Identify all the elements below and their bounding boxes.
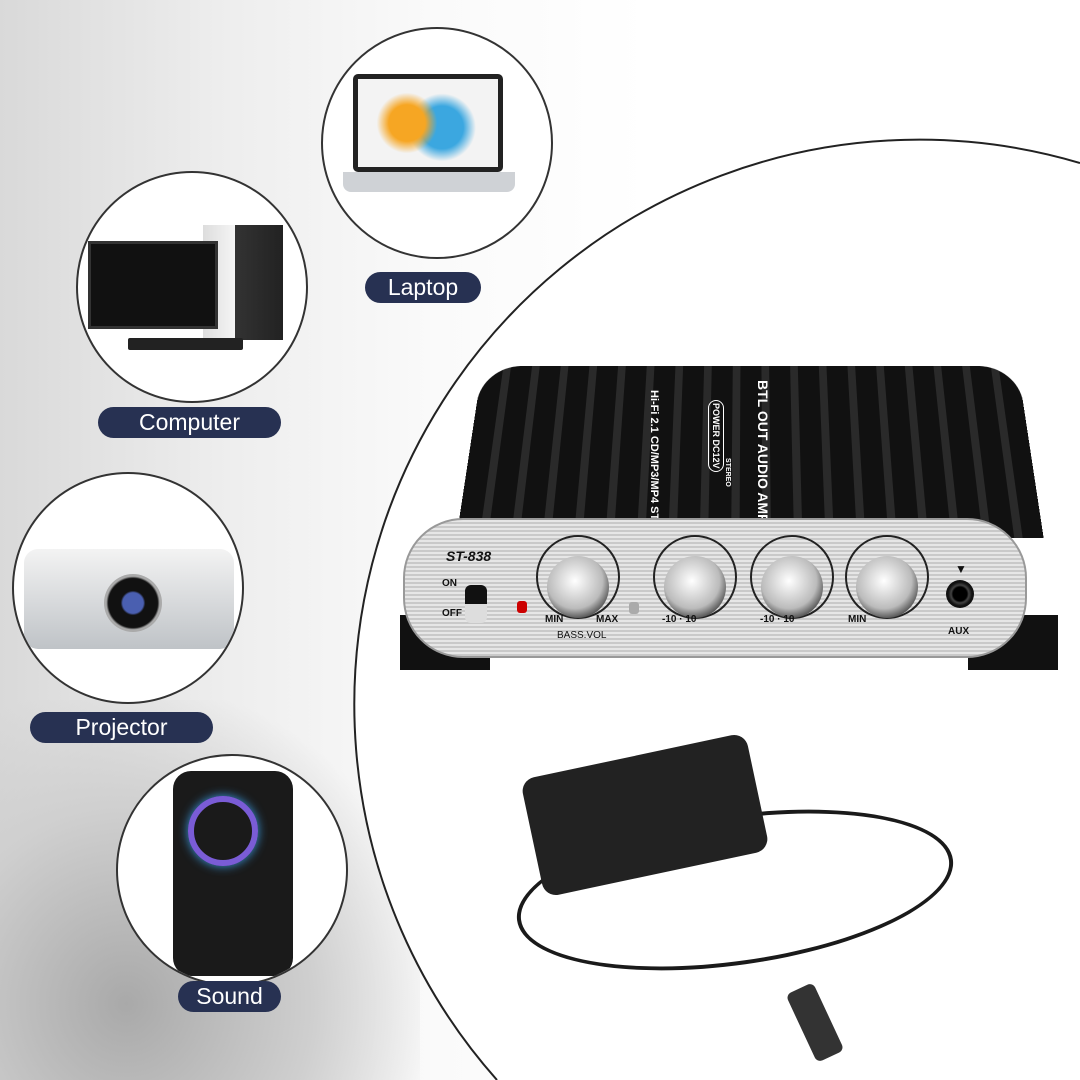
bass-ring <box>750 535 834 619</box>
sound-circle <box>116 754 348 986</box>
amp-heatsink <box>456 366 1044 538</box>
amp-stereo: STEREO <box>724 458 731 487</box>
computer-keyboard <box>128 338 243 350</box>
volume-min-label: MIN <box>848 614 867 625</box>
amp-model: ST-838 <box>446 548 492 564</box>
projector-circle <box>12 472 244 704</box>
laptop-keyboard <box>343 172 515 192</box>
laptop-image <box>353 74 503 172</box>
laptop-label: Laptop <box>365 272 481 303</box>
volume-ring <box>845 535 929 619</box>
bass-led <box>629 602 639 614</box>
speaker-light-ring <box>188 796 258 866</box>
switch-on-label: ON <box>442 578 457 589</box>
power-switch[interactable] <box>465 585 487 623</box>
treble-ring <box>653 535 737 619</box>
aux-jack[interactable] <box>946 580 974 608</box>
projector-lens <box>104 574 162 632</box>
treble-knob[interactable] <box>664 556 726 618</box>
bass-knob[interactable] <box>761 556 823 618</box>
switch-off-label: OFF <box>442 608 462 619</box>
computer-label: Computer <box>98 407 281 438</box>
treble-scale: -10 · 10 <box>662 614 697 625</box>
aux-label: AUX <box>948 626 970 637</box>
bass-vol-knob[interactable] <box>547 556 609 618</box>
projector-label: Projector <box>30 712 213 743</box>
computer-monitor <box>88 241 218 329</box>
sound-label: Sound <box>178 981 281 1012</box>
bass-max-label: MAX <box>596 614 619 625</box>
bass-vol-label: BASS.VOL <box>557 630 607 641</box>
laptop-circle <box>321 27 553 259</box>
power-led <box>517 601 527 613</box>
volume-knob[interactable] <box>856 556 918 618</box>
computer-circle <box>76 171 308 403</box>
amp-power: POWER DC12V <box>708 400 724 472</box>
bass-scale: -10 · 10 <box>760 614 795 625</box>
aux-arrow-icon: ▼ <box>955 562 967 576</box>
bass-vol-ring <box>536 535 620 619</box>
product-circle-outline <box>353 138 1080 1080</box>
bass-min-label: MIN <box>545 614 564 625</box>
